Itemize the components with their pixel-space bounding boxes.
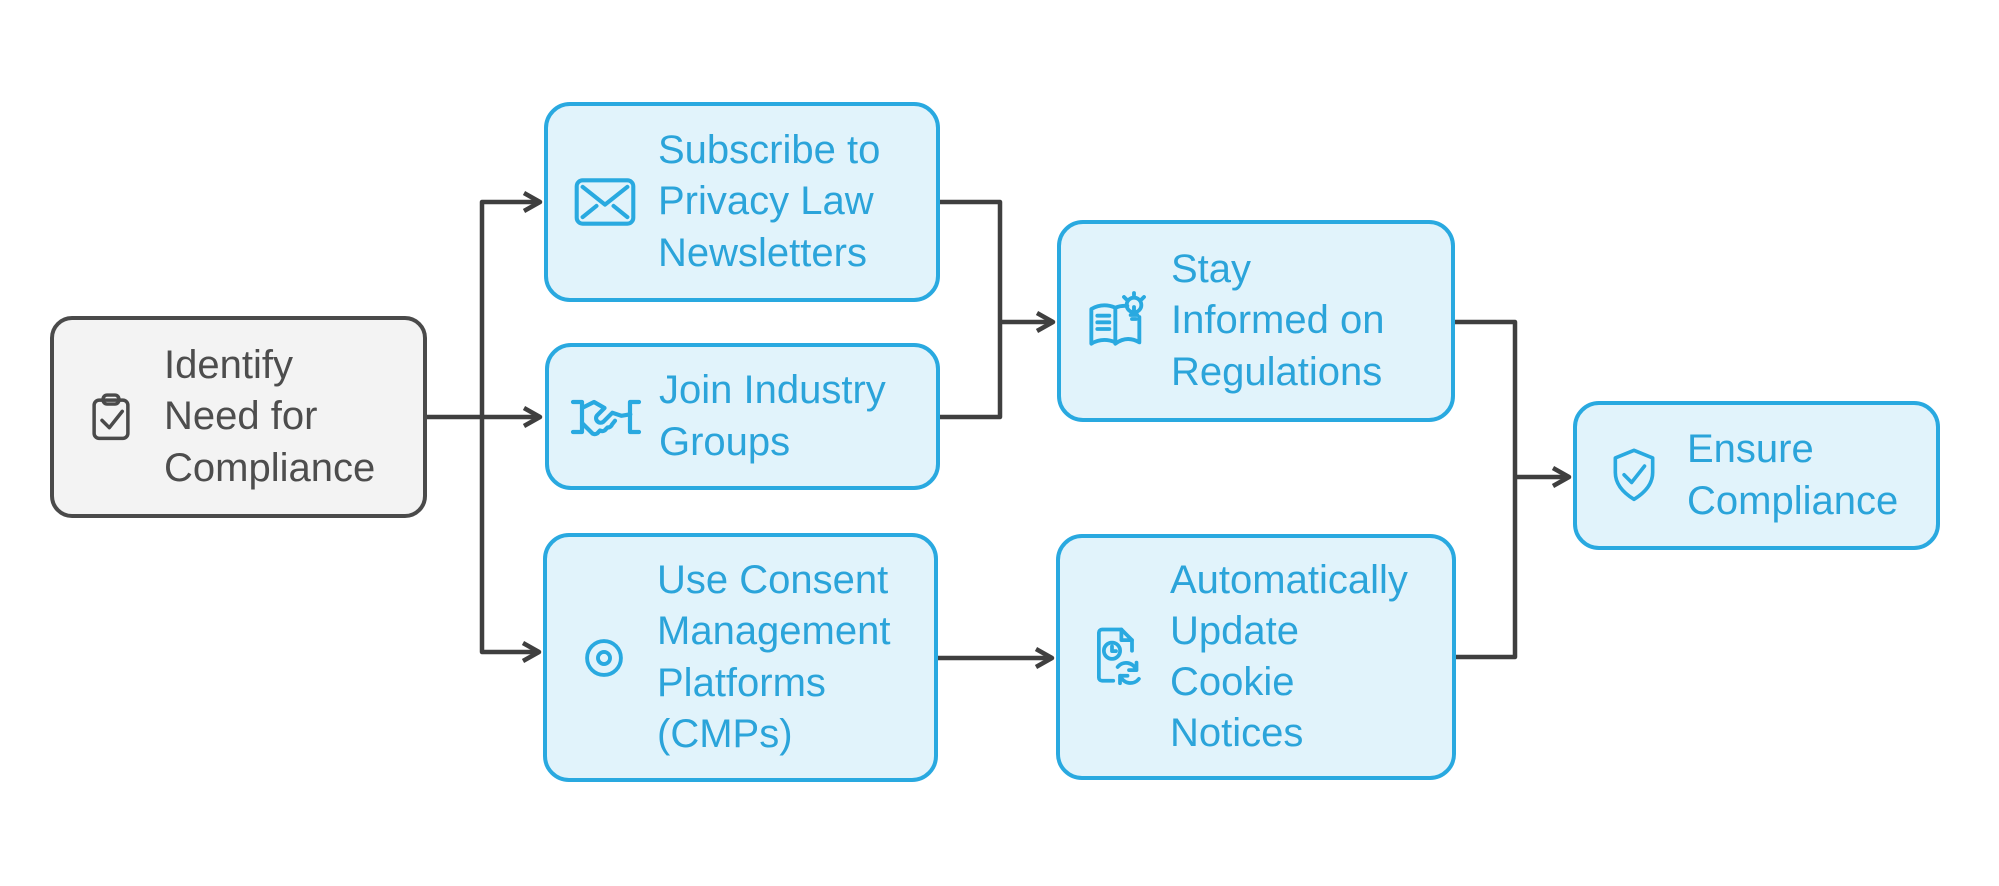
node-label: Ensure Compliance (1687, 427, 1899, 523)
node-label: Use Consent Management Platforms (CMPs) (657, 558, 891, 756)
file-sync-icon (1084, 626, 1150, 688)
envelope-icon (572, 177, 638, 227)
edge-informed-autoupdate-merge (1455, 319, 1518, 660)
edge-identify-to-cmp (479, 417, 542, 663)
clipboard-check-icon (78, 384, 144, 450)
node-label: Join Industry Groups (659, 368, 886, 464)
disc-icon (571, 629, 637, 687)
node-identify: Identify Need for Compliance (50, 316, 427, 518)
node-label: Automatically Update Cookie Notices (1170, 557, 1408, 756)
edge-subscribe-join-merge (940, 199, 1003, 420)
edge-identify-to-subscribe (479, 191, 543, 417)
node-autoupdate: Automatically Update Cookie Notices (1056, 534, 1456, 780)
book-lightbulb-icon (1085, 291, 1151, 349)
node-label: Subscribe to Privacy Law Newsletters (658, 128, 881, 275)
node-label: Identify Need for Compliance (164, 343, 376, 490)
node-informed: Stay Informed on Regulations (1057, 220, 1455, 422)
node-cmp: Use Consent Management Platforms (CMPs) (543, 533, 938, 782)
node-ensure: Ensure Compliance (1573, 401, 1940, 550)
handshake-icon (570, 393, 642, 441)
node-join: Join Industry Groups (545, 343, 940, 490)
node-subscribe: Subscribe to Privacy Law Newsletters (544, 102, 940, 302)
node-label: Stay Informed on Regulations (1171, 247, 1385, 394)
shield-check-icon (1601, 445, 1667, 507)
